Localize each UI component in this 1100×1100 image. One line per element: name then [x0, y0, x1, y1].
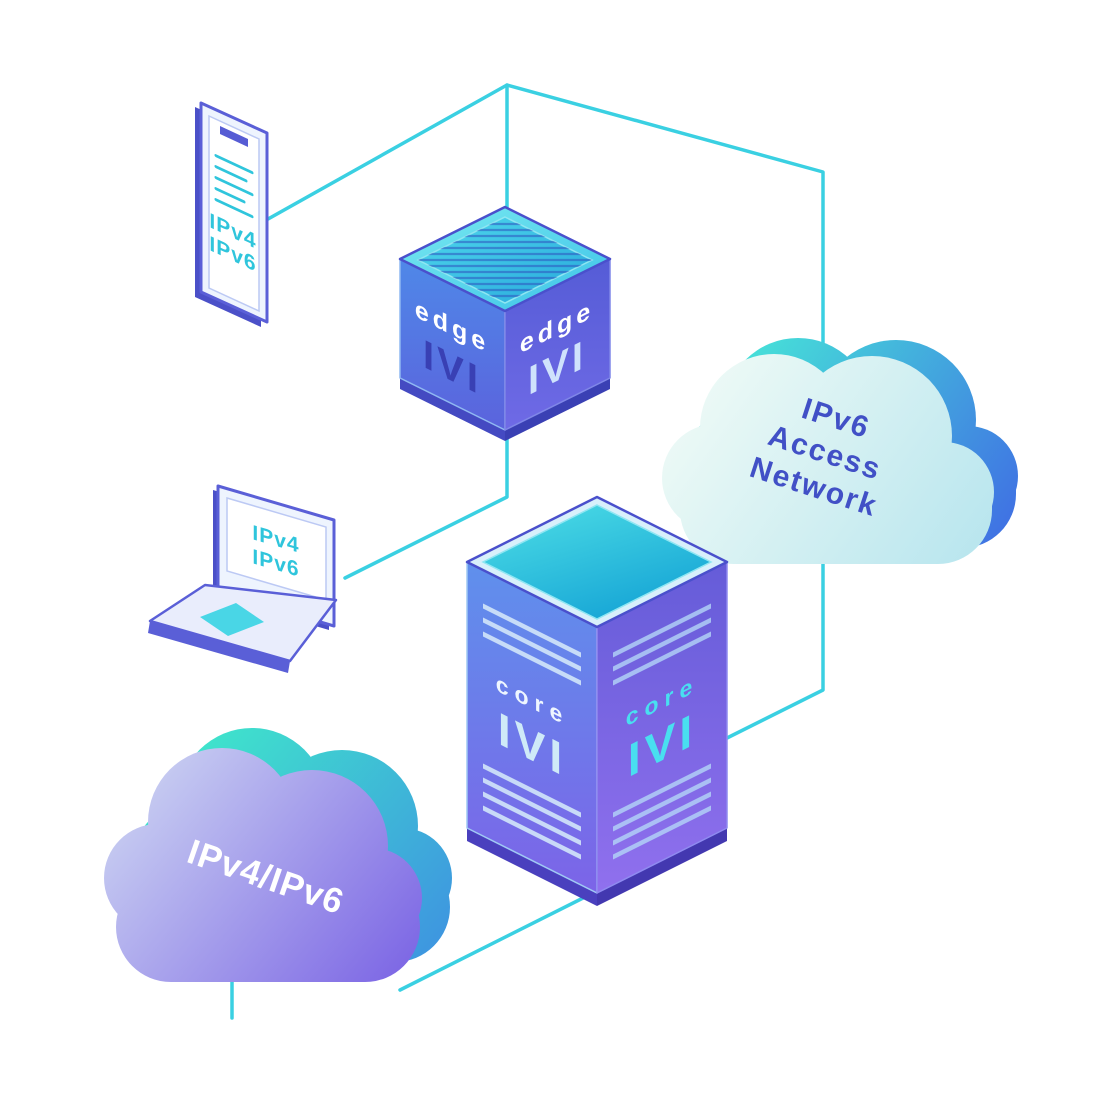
ipv4-ipv6-cloud: IPv4/IPv6 [104, 728, 452, 982]
core-top-panel [481, 504, 713, 620]
edge-router-node: edge IVI edge IVI [398, 205, 612, 441]
phone-notch [220, 126, 248, 147]
core-bottom-rim-right [597, 828, 727, 906]
core-router-node: core IVI core IVI [465, 495, 729, 906]
edge-cube-bottom-rim-right [505, 378, 610, 441]
connector-phone-peak-cloud-core [241, 83, 825, 751]
phone-screen [208, 114, 260, 313]
connector-edge-cube-to-laptop [343, 430, 509, 580]
access-cloud-body [662, 354, 994, 564]
ipv6-access-network-cloud: IPv6 Access Network [662, 338, 1018, 564]
core-left-vents-top [483, 603, 581, 686]
access-cloud-label: IPv6 Access Network [746, 392, 886, 523]
phone-screen-text-lines [214, 154, 254, 219]
dual-cloud-body [104, 748, 422, 982]
connector-lines [230, 83, 825, 1020]
laptop-base-rim [148, 621, 290, 673]
core-bottom-rim-left [467, 828, 597, 906]
core-right-vents-bottom [613, 763, 711, 860]
laptop-trackpad [200, 603, 264, 636]
laptop-node: IPv4 IPv6 [148, 484, 338, 673]
core-right-vents-top [613, 603, 711, 686]
core-right-face-content: core IVI [613, 603, 711, 860]
phone-node: IPv4 IPv6 [195, 101, 269, 327]
edge-cube-bottom-rim-left [400, 378, 505, 441]
connector-core-to-dual-cloud [398, 889, 599, 992]
core-left-vents-bottom [483, 763, 581, 860]
